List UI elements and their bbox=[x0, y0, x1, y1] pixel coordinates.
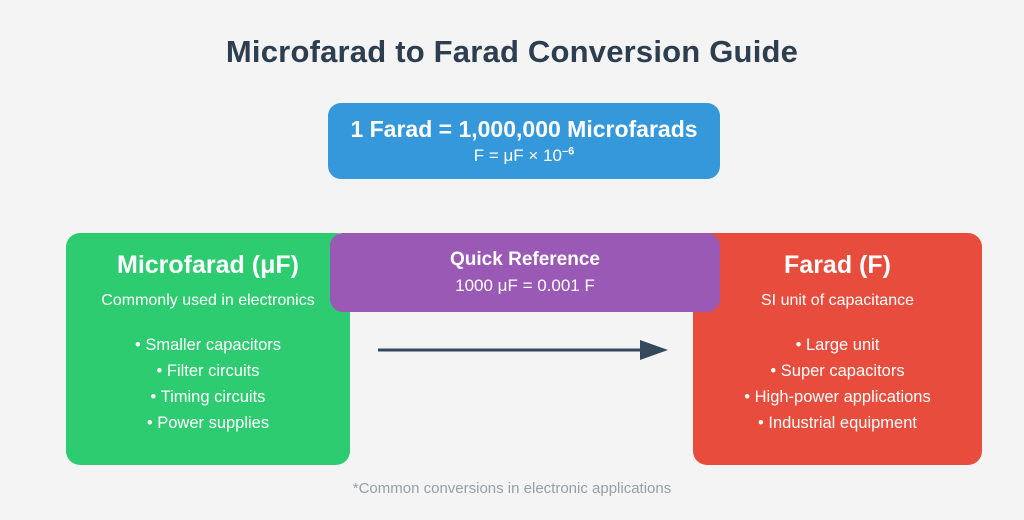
quick-reference-value: 1000 μF = 0.001 F bbox=[455, 275, 595, 295]
list-item: • Large unit bbox=[795, 335, 880, 354]
panel-farad-title: Farad (F) bbox=[784, 251, 891, 279]
list-item: • Filter circuits bbox=[156, 361, 260, 380]
list-item: • High-power applications bbox=[744, 387, 931, 406]
panel-microfarad-title: Microfarad (μF) bbox=[117, 251, 299, 279]
list-item: • Super capacitors bbox=[770, 361, 905, 380]
conversion-arrow bbox=[378, 336, 670, 364]
list-item: • Smaller capacitors bbox=[134, 335, 282, 354]
panel-farad-list: • Large unit • Super capacitors • High-p… bbox=[693, 332, 982, 436]
footnote: *Common conversions in electronic applic… bbox=[352, 480, 672, 497]
quick-reference-box: Quick Reference 1000 μF = 0.001 F bbox=[330, 233, 720, 312]
formula-notation: F = μF × 10–6 bbox=[473, 145, 575, 166]
panel-farad-subtitle: SI unit of capacitance bbox=[761, 291, 914, 309]
formula-banner: 1 Farad = 1,000,000 Microfarads F = μF ×… bbox=[328, 103, 720, 179]
panel-farad: Farad (F) SI unit of capacitance • Large… bbox=[693, 233, 982, 465]
formula-equation: 1 Farad = 1,000,000 Microfarads bbox=[350, 115, 698, 142]
page-title: Microfarad to Farad Conversion Guide bbox=[225, 34, 799, 69]
arrow-right-icon bbox=[378, 340, 668, 360]
panel-microfarad-list: • Smaller capacitors • Filter circuits •… bbox=[66, 332, 350, 436]
formula-notation-prefix: F = μF × 10 bbox=[473, 145, 562, 165]
list-item: • Industrial equipment bbox=[758, 413, 917, 432]
formula-notation-exponent: –6 bbox=[561, 145, 575, 158]
list-item: • Power supplies bbox=[146, 413, 270, 432]
list-item: • Timing circuits bbox=[150, 387, 266, 406]
quick-reference-title: Quick Reference bbox=[450, 248, 600, 270]
panel-microfarad: Microfarad (μF) Commonly used in electro… bbox=[66, 233, 350, 465]
panel-microfarad-subtitle: Commonly used in electronics bbox=[101, 291, 315, 309]
